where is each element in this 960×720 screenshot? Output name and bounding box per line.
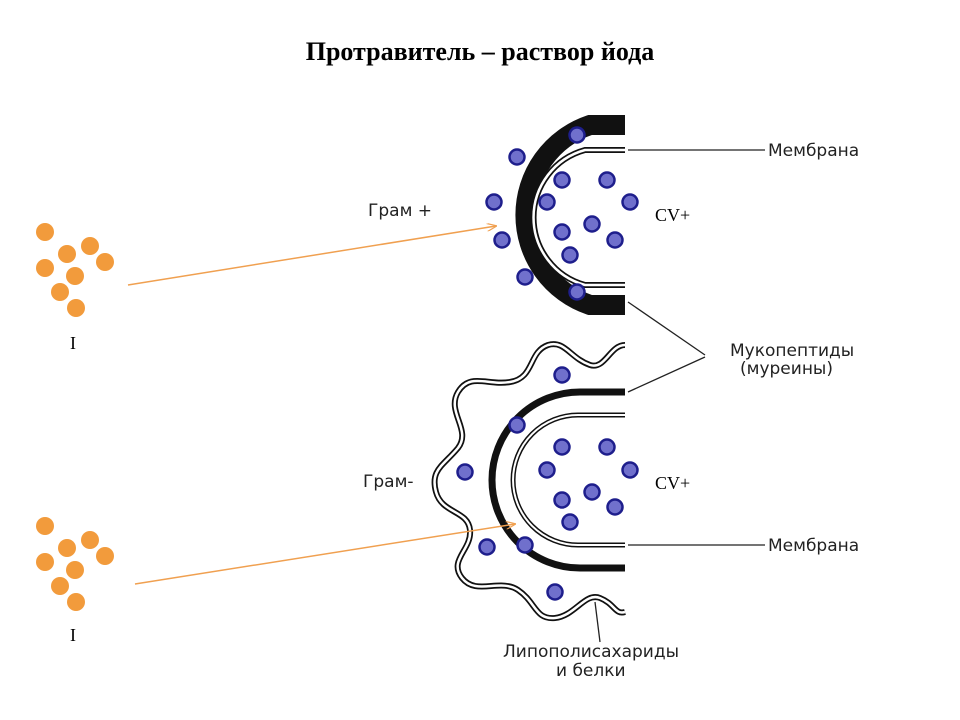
arrow-iodine-top <box>127 226 496 286</box>
cv-dot <box>553 171 571 189</box>
cv-dot <box>598 438 616 456</box>
cv-dot <box>606 231 624 249</box>
iodine-dot <box>67 299 85 317</box>
iodine-dot <box>81 237 99 255</box>
cv-dot <box>508 416 526 434</box>
iodine-dot <box>58 245 76 263</box>
iodine-dot <box>96 253 114 271</box>
iodine-dot <box>36 259 54 277</box>
iodine-dot <box>51 577 69 595</box>
label-membrane-bottom: Мембрана <box>768 536 859 556</box>
cv-dot <box>553 438 571 456</box>
cv-dot <box>456 463 474 481</box>
cv-dot <box>568 126 586 144</box>
label-gram-negative: Грам- <box>363 472 414 492</box>
cv-dot <box>546 583 564 601</box>
gram-negative-thin-wall <box>488 388 625 572</box>
cv-dot <box>538 461 556 479</box>
crystal-violet-top <box>485 126 639 301</box>
iodine-dot <box>36 553 54 571</box>
arrow-iodine-bottom <box>134 524 515 585</box>
gram-negative-cell <box>431 341 626 622</box>
iodine-cluster-bottom <box>36 517 114 611</box>
crystal-violet-bottom <box>456 366 639 601</box>
label-iodine-bottom: I <box>70 625 76 645</box>
label-iodine-top: I <box>70 333 76 353</box>
iodine-dot <box>51 283 69 301</box>
gram-positive-thick-wall <box>515 115 625 315</box>
iodine-dot <box>66 267 84 285</box>
label-gram-positive: Грам + <box>368 201 432 221</box>
iodine-dot <box>58 539 76 557</box>
page-title: Протравитель – раствор йода <box>306 37 655 66</box>
cv-dot <box>561 513 579 531</box>
iodine-dot <box>96 547 114 565</box>
iodine-dot <box>81 531 99 549</box>
cv-dot <box>583 483 601 501</box>
cv-dot <box>621 193 639 211</box>
label-lipopolysaccharides: Липополисахариды <box>503 642 679 662</box>
gram-positive-cell <box>515 115 625 315</box>
label-cv-top: CV+ <box>655 205 690 225</box>
cv-dot <box>621 461 639 479</box>
cv-dot <box>553 366 571 384</box>
cv-dot <box>493 231 511 249</box>
leader-lines <box>594 149 765 643</box>
cv-dot <box>553 223 571 241</box>
label-cv-bottom: CV+ <box>655 473 690 493</box>
label-mureins: (муреины) <box>740 359 833 379</box>
cv-dot <box>606 498 624 516</box>
iodine-cluster-top <box>36 223 114 317</box>
cv-dot <box>508 148 526 166</box>
cv-dot <box>538 193 556 211</box>
label-mucopeptides: Мукопептиды <box>730 341 854 361</box>
iodine-dot <box>36 517 54 535</box>
cv-dot <box>598 171 616 189</box>
cv-dot <box>516 268 534 286</box>
cv-dot <box>568 283 586 301</box>
iodine-dot <box>67 593 85 611</box>
cv-dot <box>485 193 503 211</box>
cv-dot <box>583 215 601 233</box>
cv-dot <box>516 536 534 554</box>
label-and-proteins: и белки <box>556 661 626 681</box>
cv-dot <box>561 246 579 264</box>
label-membrane-top: Мембрана <box>768 141 859 161</box>
cv-dot <box>478 538 496 556</box>
iodine-dot <box>36 223 54 241</box>
iodine-dot <box>66 561 84 579</box>
cv-dot <box>553 491 571 509</box>
